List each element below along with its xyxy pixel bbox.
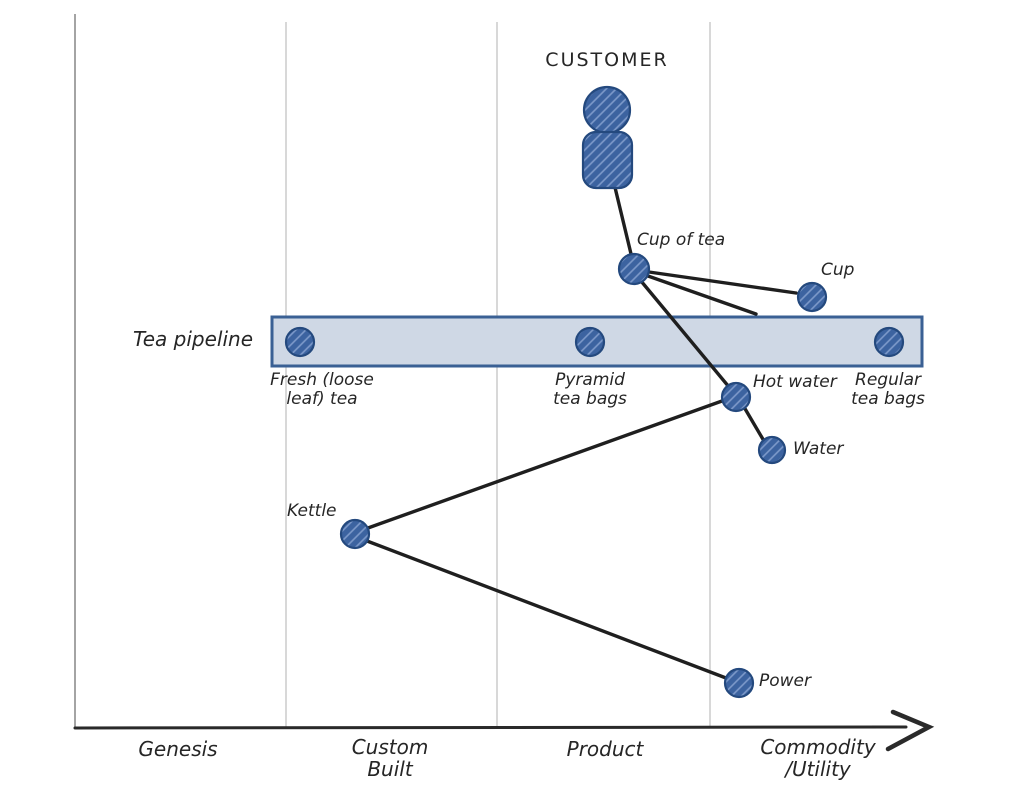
fresh-tea-label: Fresh (loose leaf) tea bbox=[270, 370, 374, 410]
edge-kettle-power bbox=[365, 539, 728, 680]
tea-pipeline-band bbox=[270, 315, 924, 368]
edge-hot-water-kettle bbox=[366, 399, 724, 530]
edge-cup-of-tea-cup bbox=[647, 270, 798, 295]
regular-tea-bags-label: Regular tea bags bbox=[851, 370, 925, 410]
evolution-axis bbox=[73, 709, 935, 752]
node-water bbox=[757, 435, 787, 465]
stage-commodity-label: Commodity /Utility bbox=[760, 735, 876, 782]
edge-cup-of-tea-pipeline bbox=[646, 274, 758, 316]
evolution-axis-line bbox=[73, 725, 908, 730]
node-cup-of-tea bbox=[617, 252, 651, 286]
edges bbox=[365, 148, 798, 680]
power-label: Power bbox=[759, 671, 812, 691]
stage-product-label: Product bbox=[566, 737, 644, 761]
axis-arrow-icon bbox=[885, 709, 935, 752]
node-pyramid-tea-bags bbox=[574, 326, 606, 358]
stage-custom-built-label: Custom Built bbox=[351, 735, 429, 782]
edge-cup-of-tea-hot-water bbox=[639, 279, 731, 389]
edge-hot-water-water bbox=[742, 405, 766, 443]
customer-icon bbox=[581, 85, 634, 190]
tea-pipeline-label: Tea pipeline bbox=[132, 327, 253, 351]
stage-gridlines bbox=[285, 22, 711, 728]
pyramid-tea-bags-label: Pyramid tea bags bbox=[553, 370, 627, 410]
kettle-label: Kettle bbox=[287, 501, 337, 521]
node-regular-tea-bags bbox=[873, 326, 905, 358]
node-power bbox=[723, 667, 755, 699]
node-hot-water bbox=[720, 381, 752, 413]
cup-of-tea-label: Cup of tea bbox=[637, 230, 726, 250]
water-label: Water bbox=[793, 439, 844, 459]
node-cup bbox=[796, 281, 828, 313]
hot-water-label: Hot water bbox=[753, 372, 837, 392]
node-kettle bbox=[339, 518, 371, 550]
cup-label: Cup bbox=[821, 260, 855, 280]
nodes bbox=[284, 85, 905, 699]
customer-label: CUSTOMER bbox=[545, 49, 669, 71]
node-fresh-loose-leaf-tea bbox=[284, 326, 316, 358]
stage-genesis-label: Genesis bbox=[138, 737, 218, 761]
